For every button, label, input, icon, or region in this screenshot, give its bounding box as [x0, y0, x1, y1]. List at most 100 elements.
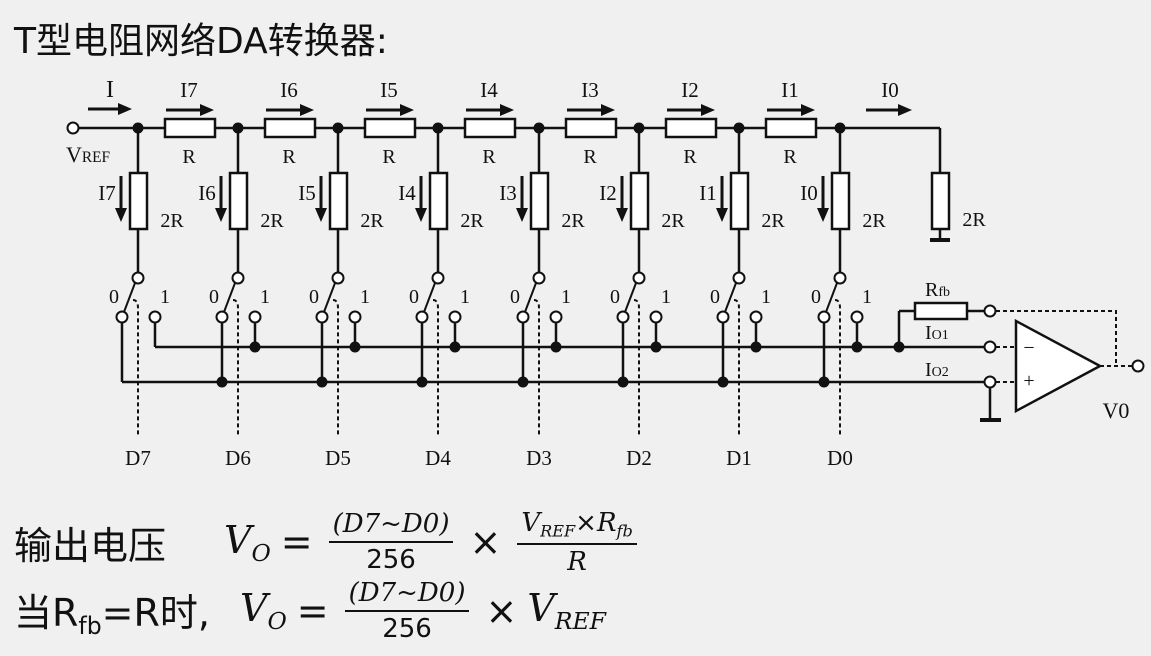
top-current-label: I3 — [581, 78, 599, 102]
arrow-head — [315, 208, 327, 222]
series-resistor — [664, 117, 718, 139]
series-resistor — [463, 117, 517, 139]
arrow-head — [400, 104, 414, 116]
switch-terminal-0 — [516, 310, 530, 324]
switch-label-0: 0 — [309, 286, 319, 308]
bit-label: D5 — [325, 446, 351, 470]
series-resistor-label: R — [482, 146, 496, 168]
arrow-head — [118, 103, 132, 115]
equals-sign: = — [280, 520, 313, 565]
arrow-head — [200, 104, 214, 116]
switch-terminal-0 — [817, 310, 831, 324]
series-resistor-label: R — [683, 146, 697, 168]
shunt-resistor — [830, 171, 851, 231]
series-resistor-label: R — [783, 146, 797, 168]
switch-common-terminal — [131, 271, 145, 285]
control-dashed-line — [834, 299, 841, 435]
shunt-resistor — [428, 171, 449, 231]
switch-terminal-0 — [215, 310, 229, 324]
switch-terminal-0 — [115, 310, 129, 324]
series-resistor-label: R — [583, 146, 597, 168]
arrow-head — [215, 208, 227, 222]
switch-label-0: 0 — [811, 286, 821, 308]
arrow-head — [500, 104, 514, 116]
arrow-head — [701, 104, 715, 116]
vref-symbol: VREF — [527, 586, 607, 636]
top-current-label: I0 — [881, 78, 899, 102]
shunt-resistor-label: 2R — [761, 210, 785, 232]
switch-label-1: 1 — [862, 286, 872, 308]
noninverting-input-terminal — [983, 375, 997, 389]
switch-terminal-1 — [649, 310, 663, 324]
shunt-resistor — [228, 171, 249, 231]
formula-condition: 当Rfb=R时, — [14, 590, 210, 641]
switch-terminal-0 — [716, 310, 730, 324]
switch-terminal-0 — [315, 310, 329, 324]
switch-lever — [323, 282, 336, 313]
feedback-resistor — [913, 301, 969, 321]
series-resistor-label: R — [382, 146, 396, 168]
switch-terminal-0 — [415, 310, 429, 324]
input-current-label: I — [106, 77, 114, 103]
top-current-label: I5 — [380, 78, 398, 102]
switch-terminal-1 — [448, 310, 462, 324]
junction-dot — [750, 341, 762, 353]
switch-label-0: 0 — [409, 286, 419, 308]
branch-current-label: I0 — [800, 181, 818, 205]
junction-dot — [249, 341, 261, 353]
fraction-digital: (D7~D0)256 — [344, 578, 470, 644]
formula-rfb-equals-r: 当Rfb=R时, VO = (D7~D0)256 × VREF — [14, 578, 606, 644]
switch-terminal-0 — [616, 310, 630, 324]
shunt-resistor — [128, 171, 149, 231]
switch-terminal-1 — [248, 310, 262, 324]
switch-lever — [724, 282, 737, 313]
junction-dot — [449, 341, 461, 353]
switch-lever — [524, 282, 537, 313]
switch-terminal-1 — [749, 310, 763, 324]
switch-lever — [624, 282, 637, 313]
switch-label-1: 1 — [661, 286, 671, 308]
series-resistor — [564, 117, 618, 139]
control-dashed-line — [733, 299, 740, 435]
arrow-head — [415, 208, 427, 222]
shunt-resistor-label: 2R — [661, 210, 685, 232]
arrow-head — [898, 104, 912, 116]
top-current-label: I4 — [480, 78, 498, 102]
junction-dot — [517, 376, 529, 388]
switch-common-terminal — [632, 271, 646, 285]
output-terminal — [1131, 359, 1145, 373]
branch-current-label: I1 — [699, 181, 717, 205]
junction-dot — [717, 376, 729, 388]
bit-label: D6 — [225, 446, 251, 470]
fraction-digital: (D7~D0)256 — [328, 509, 454, 575]
op-amp — [1014, 318, 1103, 414]
vref-label: VREF — [66, 142, 110, 167]
times-sign: × — [469, 520, 502, 565]
shunt-resistor-label: 2R — [260, 210, 284, 232]
rfb-terminal — [983, 304, 997, 318]
io2-label: IO2 — [925, 359, 949, 381]
terminating-resistor — [930, 171, 951, 231]
top-current-label: I7 — [180, 78, 198, 102]
branch-current-label: I4 — [398, 181, 416, 205]
branch-current-label: I7 — [98, 181, 116, 205]
branch-current-label: I6 — [198, 181, 216, 205]
shunt-resistor-label: 2R — [460, 210, 484, 232]
junction-dot — [349, 341, 361, 353]
switch-common-terminal — [231, 271, 245, 285]
top-current-label: I1 — [781, 78, 799, 102]
bit-label: D7 — [125, 446, 151, 470]
arrow-head — [115, 208, 127, 222]
junction-dot — [650, 341, 662, 353]
switch-lever — [825, 282, 838, 313]
switch-lever — [123, 282, 136, 313]
junction-dot — [617, 376, 629, 388]
switch-terminal-1 — [148, 310, 162, 324]
vref-terminal — [66, 121, 80, 135]
shunt-resistor — [629, 171, 650, 231]
control-dashed-line — [533, 299, 540, 435]
times-sign: × — [485, 589, 518, 633]
series-resistor — [363, 117, 417, 139]
